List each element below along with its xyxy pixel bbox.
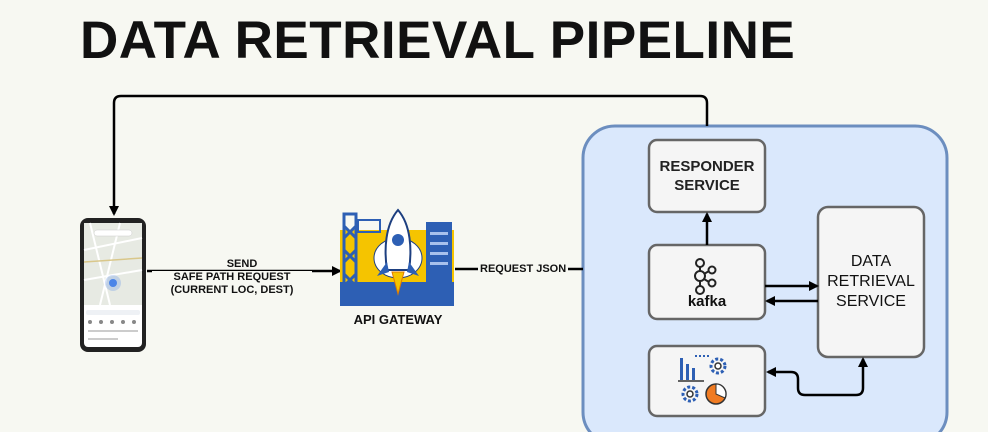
send-label-line3: (CURRENT LOC, DEST) xyxy=(170,284,294,296)
retrieval-line2: RETRIEVAL xyxy=(827,273,915,290)
smartphone-icon xyxy=(80,218,146,352)
responder-line2: SERVICE xyxy=(674,177,740,194)
analytics-icon xyxy=(678,355,727,405)
send-label-line1: SEND xyxy=(226,258,258,270)
rocket-icon xyxy=(340,208,454,306)
analytics-retrieval-arrowhead xyxy=(858,357,868,367)
kafka-icon xyxy=(694,258,717,295)
analytics-box xyxy=(647,344,767,418)
retrieval-line1: DATA xyxy=(850,253,892,270)
responder-service-label: RESPONDER SERVICE xyxy=(649,140,765,212)
api-gateway-label: API GATEWAY xyxy=(353,312,443,327)
response-loop-arrow xyxy=(109,94,709,216)
send-request-label: SEND SAFE PATH REQUEST (CURRENT LOC, DES… xyxy=(152,258,312,297)
request-json-label: REQUEST JSON xyxy=(478,263,569,275)
kafka-label: kafka xyxy=(687,293,727,310)
retrieval-line3: SERVICE xyxy=(836,293,906,310)
send-label-line2: SAFE PATH REQUEST xyxy=(152,271,312,284)
analytics-retrieval-arrow xyxy=(766,359,865,397)
data-retrieval-service-label: DATA RETRIEVAL SERVICE xyxy=(818,207,924,357)
responder-line1: RESPONDER xyxy=(659,158,755,175)
page-title: DATA RETRIEVAL PIPELINE xyxy=(80,11,796,70)
